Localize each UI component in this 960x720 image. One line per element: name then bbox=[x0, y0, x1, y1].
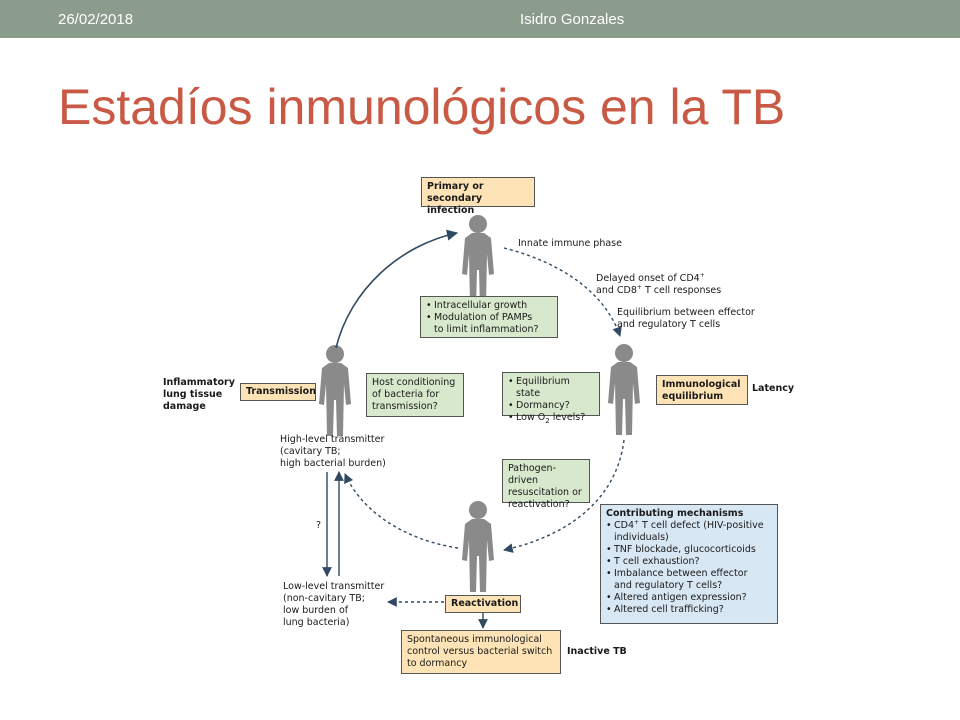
slide-author: Isidro Gonzales bbox=[520, 11, 625, 28]
equilibrium-item-2: Dormancy? bbox=[508, 400, 594, 412]
growth-item-1: Intracellular growth bbox=[426, 300, 552, 312]
contributing-title: Contributing mechanisms bbox=[606, 508, 744, 519]
contributing-item-cd4: CD4+ T cell defect (HIV-positive individ… bbox=[606, 519, 772, 544]
equilibrium-item-1: Equilibrium state bbox=[508, 376, 594, 400]
spontaneous-control-box: Spontaneous immunological control versus… bbox=[401, 630, 561, 674]
arrow-transmission-to-infection bbox=[335, 229, 459, 349]
question-mark-label: ? bbox=[316, 520, 322, 531]
contributing-mechanisms-box: Contributing mechanisms CD4+ T cell defe… bbox=[600, 504, 778, 624]
growth-item-2: Modulation of PAMPs to limit inflammatio… bbox=[426, 312, 552, 336]
contributing-item: Imbalance between effector and regulator… bbox=[606, 568, 772, 592]
high-level-transmitter-label: High-level transmitter (cavitary TB; hig… bbox=[280, 434, 386, 469]
equilibrium-effector-label: Equilibrium between effector and regulat… bbox=[617, 307, 755, 330]
contributing-item: T cell exhaustion? bbox=[606, 556, 772, 568]
pathogen-driven-box: Pathogen-driven resuscitation or reactiv… bbox=[502, 459, 590, 510]
transmission-box: Transmission bbox=[240, 383, 316, 401]
arrow-innate-to-equilibrium bbox=[503, 247, 622, 337]
delayed-onset-label: Delayed onset of CD4+ and CD8+ T cell re… bbox=[596, 271, 722, 296]
inactive-tb-label: Inactive TB bbox=[567, 646, 627, 657]
primary-infection-box: Primary or secondary infection bbox=[421, 177, 535, 216]
innate-phase-label: Innate immune phase bbox=[518, 238, 622, 249]
latency-label: Latency bbox=[752, 383, 795, 394]
host-conditioning-box: Host conditioning of bacteria for transm… bbox=[366, 373, 464, 417]
contributing-item: Altered cell trafficking? bbox=[606, 604, 772, 616]
reactivation-box: Reactivation bbox=[445, 595, 521, 613]
immunological-equilibrium-box: Immunological equilibrium bbox=[656, 375, 748, 405]
person-figure-right bbox=[608, 344, 640, 435]
person-figure-left bbox=[319, 345, 351, 436]
inflammatory-damage-label: Inflammatory lung tissue damage bbox=[163, 377, 235, 412]
equilibrium-item-3: Low O2 levels? bbox=[508, 412, 594, 427]
slide-title: Estadíos inmunológicos en la TB bbox=[58, 79, 786, 135]
contributing-item: Altered antigen expression? bbox=[606, 592, 772, 604]
contributing-item: TNF blockade, glucocorticoids bbox=[606, 544, 772, 556]
growth-box: Intracellular growth Modulation of PAMPs… bbox=[420, 296, 558, 338]
person-figure-top bbox=[462, 215, 494, 306]
header-bar: 26/02/2018 Isidro Gonzales bbox=[0, 0, 960, 38]
low-level-transmitter-label: Low-level transmitter (non-cavitary TB; … bbox=[283, 581, 385, 628]
equilibrium-state-box: Equilibrium state Dormancy? Low O2 level… bbox=[502, 372, 600, 425]
person-figure-bottom bbox=[462, 501, 494, 592]
slide-date: 26/02/2018 bbox=[58, 11, 134, 28]
arrow-reactivation-to-high-level bbox=[344, 473, 459, 549]
